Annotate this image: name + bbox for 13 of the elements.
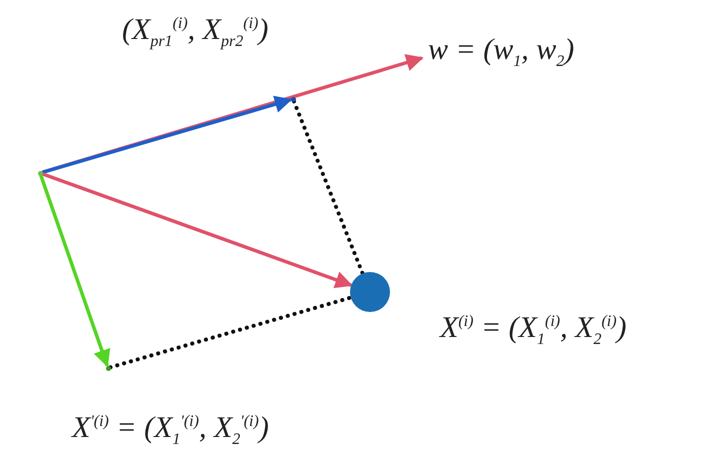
coordinate-label: X$^{(i)}$ = (X$_{1}$$^{(i)}$, X$_{2}$$^{(i)}$)	[440, 310, 627, 350]
vector-arrow	[39, 174, 110, 368]
dotted-line	[108, 296, 353, 370]
point-dot	[106, 366, 110, 370]
coordinate-label: X$^{'(i)}$ = (X$_{1}$$^{'(i)}$, X$_{2}$$^{'(i)}$)	[72, 410, 269, 450]
point-dot	[38, 170, 42, 176]
vector-label: w = (w$_{1}$, w$_{2}$)	[428, 32, 574, 72]
coordinate-label: (X$_{pr1}$$^{(i)}$, X$_{pr2}$$^{(i)}$)	[122, 12, 268, 52]
vector-arrow	[42, 96, 292, 174]
data-point-circle	[350, 272, 390, 312]
point-dot	[290, 96, 296, 102]
vector-arrow	[42, 172, 353, 288]
dotted-line	[292, 99, 365, 276]
